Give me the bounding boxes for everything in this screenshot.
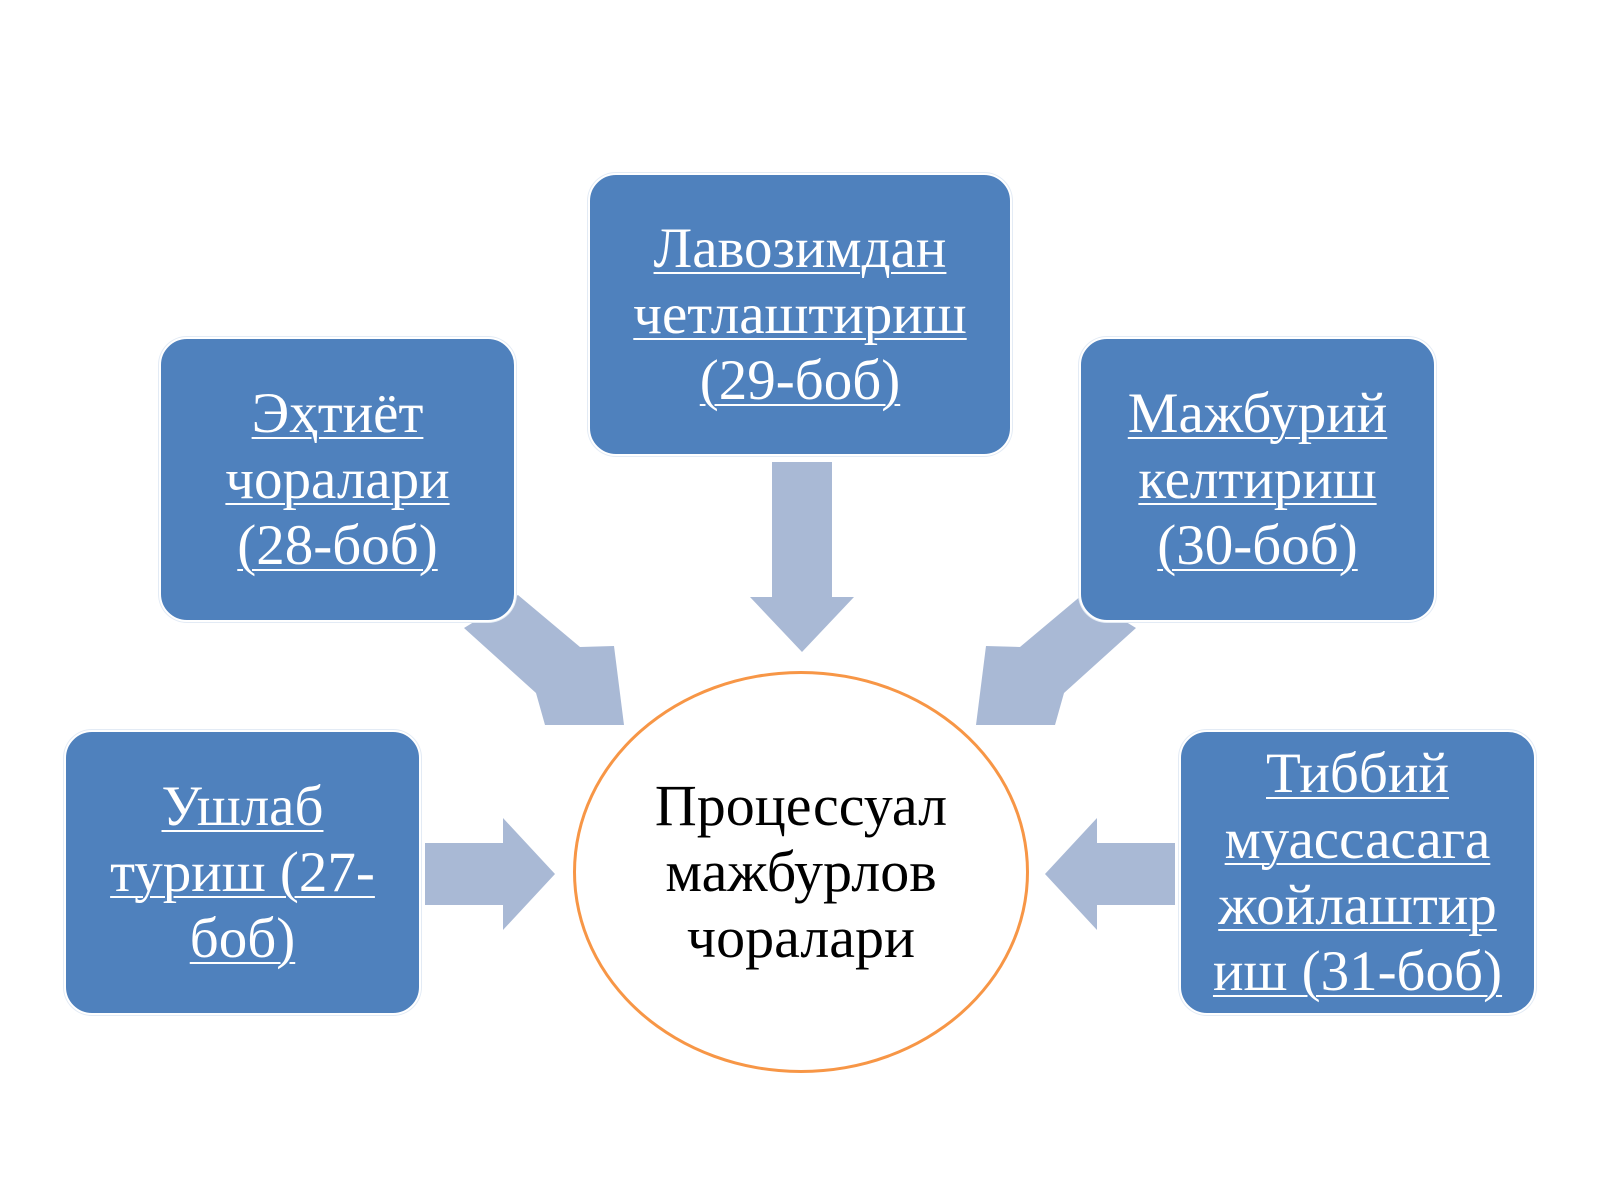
center-node: Процессуал мажбурлов чоралари	[573, 671, 1029, 1073]
node-lower-left-link[interactable]: Ушлаб туриш (27- боб)	[110, 774, 375, 972]
node-top-line-3: (29-боб)	[699, 348, 901, 412]
node-upper-left[interactable]: Эҳтиёт чоралари (28-боб)	[159, 337, 516, 622]
node-upper-right-line-1: Мажбурий	[1127, 381, 1388, 445]
arrow-lower-left-to-center	[425, 818, 555, 930]
node-upper-right-line-3: (30-боб)	[1157, 513, 1358, 577]
node-upper-left-line-2: чоралари	[225, 447, 450, 511]
node-lower-right-line-4: иш (31-боб)	[1212, 939, 1503, 1003]
arrow-upper-left-to-center	[464, 595, 624, 725]
node-upper-right-link[interactable]: Мажбурий келтириш (30-боб)	[1128, 381, 1387, 579]
center-line-2: мажбурлов	[665, 839, 937, 904]
node-lower-left-line-2: туриш (27-	[110, 840, 375, 904]
node-lower-left[interactable]: Ушлаб туриш (27- боб)	[64, 730, 421, 1015]
center-line-1: Процессуал	[654, 773, 948, 838]
arrow-lower-right-to-center	[1045, 818, 1175, 930]
node-lower-right-line-2: муассасага	[1224, 807, 1491, 871]
node-lower-right-line-1: Тиббий	[1266, 741, 1449, 805]
node-lower-right-line-3: жойлаштир	[1218, 873, 1497, 937]
node-top[interactable]: Лавозимдан четлаштириш (29-боб)	[588, 173, 1012, 456]
node-top-line-1: Лавозимдан	[653, 216, 947, 280]
node-upper-right[interactable]: Мажбурий келтириш (30-боб)	[1079, 337, 1436, 622]
node-top-line-2: четлаштириш	[633, 282, 967, 346]
node-top-link[interactable]: Лавозимдан четлаштириш (29-боб)	[633, 216, 966, 414]
node-lower-left-line-3: боб)	[189, 906, 296, 970]
node-lower-right[interactable]: Тиббий муассасага жойлаштир иш (31-боб)	[1179, 730, 1536, 1015]
node-upper-right-line-2: келтириш	[1138, 447, 1377, 511]
node-upper-left-line-1: Эҳтиёт	[251, 381, 424, 445]
arrow-top-to-center	[750, 462, 854, 652]
node-upper-left-line-3: (28-боб)	[237, 513, 438, 577]
center-line-3: чоралари	[686, 905, 916, 970]
arrow-upper-right-to-center	[976, 595, 1136, 725]
center-node-label: Процессуал мажбурлов чоралари	[655, 773, 947, 971]
node-lower-left-line-1: Ушлаб	[161, 774, 324, 838]
node-lower-right-link[interactable]: Тиббий муассасага жойлаштир иш (31-боб)	[1213, 741, 1502, 1005]
node-upper-left-link[interactable]: Эҳтиёт чоралари (28-боб)	[225, 381, 449, 579]
